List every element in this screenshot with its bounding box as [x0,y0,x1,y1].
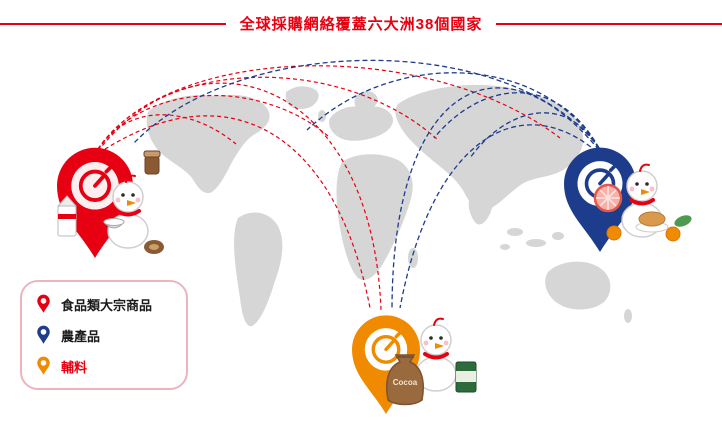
legend-label: 食品類大宗商品 [61,297,153,313]
red-arc [97,114,237,151]
legend-label: 輔料 [61,359,88,375]
legend-item-auxiliary-materials: 輔料 [36,356,172,376]
red-pin-icon [37,294,50,313]
bread-plate [635,211,669,233]
title-rule-right [496,22,722,25]
region-indonesia-1 [507,228,523,236]
continent-greenland [285,86,319,109]
mascot-right-group [593,162,692,242]
region-indonesia-4 [500,244,510,250]
red-arc [97,82,382,311]
region-madagascar [408,248,418,268]
red-arc [98,115,371,309]
legend-label: 農產品 [61,328,101,344]
orange-pin-icon [37,356,50,375]
cocoa-sack: Cocoa [386,354,424,406]
orange-fruit [606,225,622,241]
region-scandinavia [354,90,378,113]
continent-south-america [234,212,283,327]
continent-north-america [146,94,270,194]
blue-arc [391,87,600,311]
green-leaf [674,215,692,227]
blue-arc [133,59,600,149]
region-indonesia-3 [552,232,564,240]
blue-route-arcs [133,59,600,311]
header: 全球採購網絡覆蓋六大洲38個國家 [0,13,722,34]
orange-fruit [665,226,681,242]
blue-pin-icon [37,325,50,344]
gauge-icon [371,331,402,364]
red-route-arcs [97,65,561,311]
page-title: 全球採購網絡覆蓋六大洲38個國家 [239,16,483,33]
region-indonesia-2 [526,239,546,247]
milk-bowl [102,218,126,229]
grapefruit [593,183,623,213]
legend: 食品類大宗商品 農產品 輔料 [20,280,188,390]
region-india [468,193,493,225]
milk-carton [56,195,78,237]
world-map [146,84,632,327]
cocoa-sack-label: Cocoa [393,378,418,387]
title-rule-left [0,22,226,25]
legend-item-agricultural-products: 農產品 [36,325,172,345]
continent-africa [336,154,413,281]
blue-arc [306,72,600,149]
red-arc [97,76,439,150]
blue-arc [399,124,598,309]
continent-asia [395,84,584,211]
red-arc [97,94,329,150]
kiwi-fruit [144,240,164,254]
green-can [455,361,477,393]
continent-europe [329,106,394,141]
mascot-left-group [56,150,164,254]
mascot-bottom-group: Cocoa [386,316,477,406]
continent-australia [545,261,611,310]
gauge-icon [78,165,113,202]
blue-arc [469,112,600,159]
jar [143,150,161,175]
region-new-zealand [624,309,632,323]
legend-item-food-commodities: 食品類大宗商品 [36,294,172,314]
